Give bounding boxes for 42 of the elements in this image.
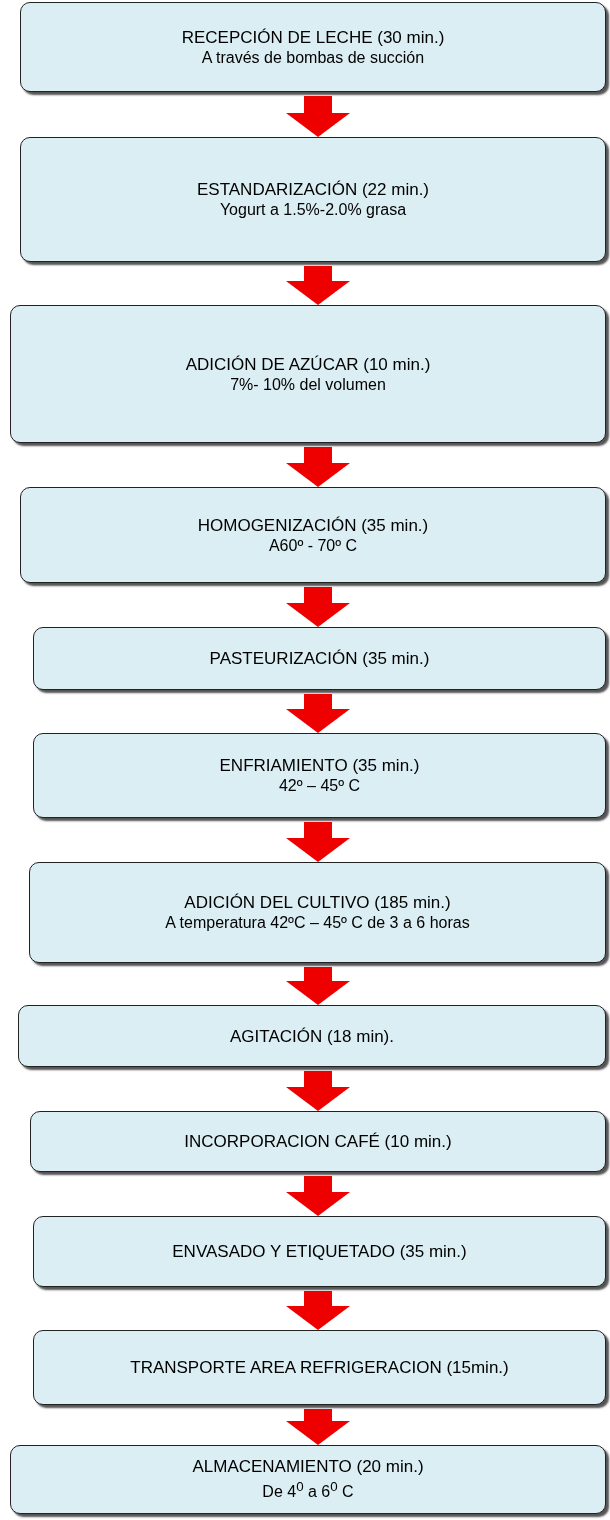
arrow [286,694,350,733]
process-box [30,1111,606,1172]
step-title: PASTEURIZACIÓN (35 min.) [209,648,430,669]
step-title: ADICIÓN DE AZÚCAR (10 min.) [185,353,431,375]
step-detail: A través de bombas de succión [201,47,425,68]
arrow [286,266,350,305]
step-detail: Yogurt a 1.5%-2.0% grasa [219,200,407,220]
arrow [286,447,350,487]
process-box [33,733,606,818]
process-box [20,487,606,583]
arrow [286,967,350,1005]
arrow [286,1176,350,1216]
process-box [33,1216,606,1287]
step-detail: A60º - 70º C [268,535,358,556]
step-detail: De 4$^{0}$ a 6$^{0}$ C [262,1478,354,1503]
process-box [20,137,606,262]
step-title: ENVASADO Y ETIQUETADO (35 min.) [172,1241,467,1262]
arrow [286,822,350,862]
step-title: TRANSPORTE AREA REFRIGERACION (15min.) [130,1357,509,1378]
step-detail: 7%- 10% del volumen [230,374,386,395]
step-title: INCORPORACION CAFÉ (10 min.) [184,1131,452,1152]
step-title: ENFRIAMIENTO (35 min.) [219,755,420,776]
step-title: ADICIÓN DEL CULTIVO (185 min.) [184,892,451,913]
arrow [286,1071,350,1111]
step-title: HOMOGENIZACIÓN (35 min.) [197,514,429,536]
step-title: ALMACENAMIENTO (20 min.) [192,1456,424,1478]
process-box [10,305,606,443]
process-box [10,1445,606,1514]
step-title: AGITACIÓN (18 min). [229,1025,394,1047]
step-detail: A temperatura 42ºC – 45º C de 3 a 6 horas [165,913,470,933]
process-box [29,862,606,963]
step-title: ESTANDARIZACIÓN (22 min.) [196,179,430,200]
process-box [33,627,606,690]
process-box [33,1330,606,1405]
process-box [18,1005,606,1067]
arrow [286,96,350,137]
arrow [286,1291,350,1330]
arrow [286,587,350,627]
step-detail: 42º – 45º C [278,776,361,796]
arrow [286,1409,350,1445]
process-box [20,2,606,92]
step-title: RECEPCIÓN DE LECHE (30 min.) [181,26,445,48]
